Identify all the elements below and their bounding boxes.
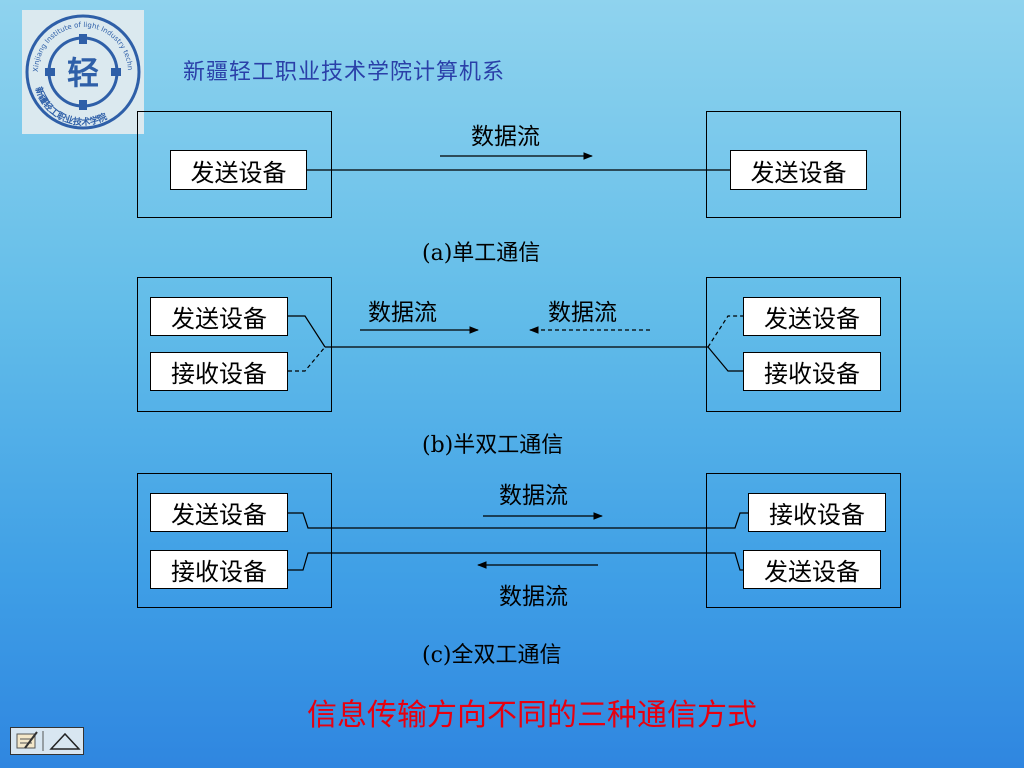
school-logo: Xinjiang Institute of light Industry tec… [20,4,144,134]
c-top-channel-line [288,512,748,529]
org-title: 新疆轻工职业技术学院计算机系 [183,60,506,85]
menu-pen-icon[interactable] [16,731,38,749]
b-right-station [706,277,901,412]
a-left-station [137,111,332,218]
logo-char: 轻 [67,54,99,92]
c-right-station [706,473,901,608]
c-right-send-device: 发送设备 [743,550,881,589]
b-flow-label-right: 数据流 [368,300,437,326]
b-left-station [137,277,332,412]
c-left-station [137,473,332,608]
c-bottom-channel-line [288,552,743,571]
logo-seal-icon: Xinjiang Institute of light Industry tec… [20,4,144,134]
slide-nav-control[interactable] [10,727,84,755]
a-caption: (a)单工通信 [422,241,541,266]
c-flow-label-top: 数据流 [499,483,568,509]
b-left-send-device: 发送设备 [150,297,288,336]
slide-nav-icon[interactable] [11,728,83,754]
b-left-recv-switch [288,346,326,372]
a-right-device: 发送设备 [730,150,867,190]
b-right-send-switch [707,315,743,348]
b-right-recv-switch [707,346,743,372]
summary-note: 信息传输方向不同的三种通信方式 [307,698,757,733]
c-left-send-device: 发送设备 [150,493,288,532]
a-flow-label: 数据流 [471,124,540,150]
b-caption: (b)半双工通信 [422,433,564,458]
c-right-recv-device: 接收设备 [748,493,886,532]
c-caption: (c)全双工通信 [422,643,562,668]
b-right-recv-device: 接收设备 [743,352,881,391]
b-flow-label-left: 数据流 [548,300,617,326]
c-left-recv-device: 接收设备 [150,550,288,589]
b-left-recv-device: 接收设备 [150,352,288,391]
b-left-send-switch [288,315,326,348]
triangle-up-icon[interactable] [49,732,81,750]
c-flow-label-bottom: 数据流 [499,584,568,610]
a-left-device: 发送设备 [170,150,307,190]
b-right-send-device: 发送设备 [743,297,881,336]
a-right-station [706,111,901,218]
